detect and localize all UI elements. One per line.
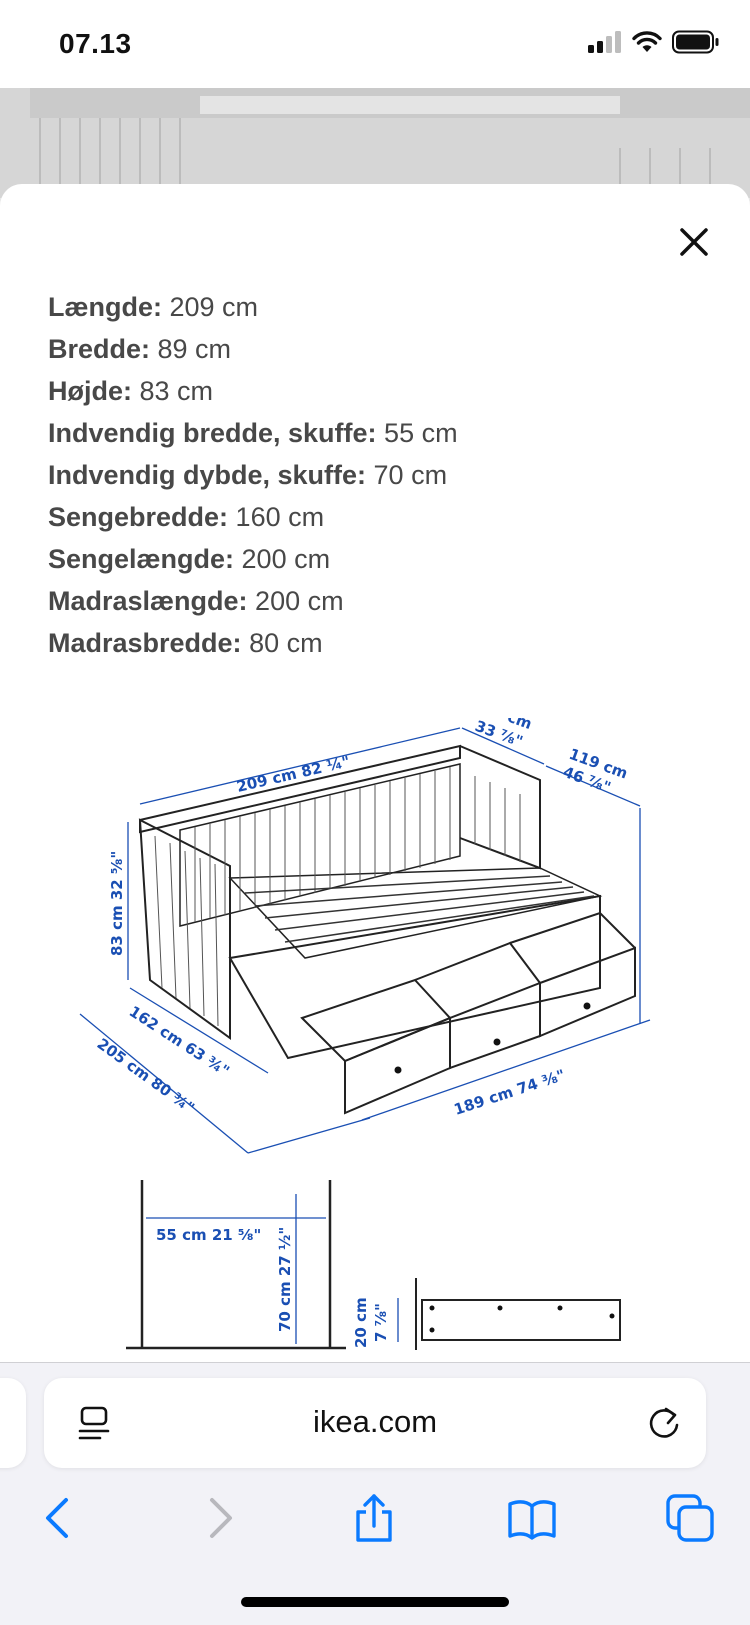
- address-bar[interactable]: ikea.com: [44, 1378, 706, 1468]
- dim-drawer-width: 55 cm 21 ⅝": [156, 1226, 261, 1244]
- spec-label: Indvendig bredde, skuffe:: [48, 418, 377, 448]
- spec-label: Sengebredde:: [48, 502, 229, 532]
- spec-row: Indvendig bredde, skuffe: 55 cm: [48, 412, 728, 454]
- dimensions-sheet: [0, 184, 750, 1364]
- spec-row: Sengelængde: 200 cm: [48, 538, 728, 580]
- spec-value: 70 cm: [366, 460, 448, 490]
- spec-row: Sengebredde: 160 cm: [48, 496, 728, 538]
- close-icon: [680, 228, 708, 256]
- home-indicator: [241, 1597, 509, 1607]
- spec-value: 89 cm: [150, 334, 232, 364]
- spec-value: 200 cm: [247, 586, 344, 616]
- spec-row: Madraslængde: 200 cm: [48, 580, 728, 622]
- spec-label: Madrasbredde:: [48, 628, 242, 658]
- status-bar: 07.13: [0, 0, 750, 88]
- previous-tab-preview[interactable]: [0, 1378, 26, 1468]
- spec-row: Bredde: 89 cm: [48, 328, 728, 370]
- product-image-preview: [0, 88, 750, 198]
- wifi-icon: [632, 31, 662, 52]
- dimensions-list: Længde: 209 cm Bredde: 89 cm Højde: 83 c…: [48, 286, 728, 664]
- spec-row: Højde: 83 cm: [48, 370, 728, 412]
- share-icon[interactable]: [350, 1494, 398, 1542]
- dim-height: 83 cm 32 ⅝": [108, 851, 126, 956]
- spec-row: Længde: 209 cm: [48, 286, 728, 328]
- spec-value: 83 cm: [132, 376, 214, 406]
- spec-row: Indvendig dybde, skuffe: 70 cm: [48, 454, 728, 496]
- cellular-signal-icon: [588, 31, 621, 53]
- spec-label: Sengelængde:: [48, 544, 235, 574]
- spec-value: 80 cm: [241, 628, 323, 658]
- spec-label: Højde:: [48, 376, 132, 406]
- tabs-icon[interactable]: [666, 1494, 714, 1542]
- product-image-background: [0, 88, 750, 198]
- spec-row: Madrasbredde: 80 cm: [48, 622, 728, 664]
- daybed-dimension-drawing: 209 cm 82 ¼" 86 cm 33 ⅞" 119 cm 46 ⅞" 83…: [79, 718, 651, 1350]
- dim-drawer-height-in: 7 ⅞": [372, 1303, 390, 1342]
- reload-icon[interactable]: [644, 1402, 684, 1444]
- close-button[interactable]: [674, 222, 714, 262]
- spec-value: 160 cm: [228, 502, 325, 532]
- forward-icon[interactable]: [196, 1494, 244, 1542]
- bookmarks-icon[interactable]: [508, 1494, 556, 1542]
- back-icon[interactable]: [34, 1494, 82, 1542]
- status-icons: [588, 30, 720, 54]
- page-format-icon[interactable]: [74, 1402, 114, 1444]
- spec-value: 55 cm: [376, 418, 458, 448]
- battery-icon: [672, 30, 719, 54]
- dim-drawer-depth: 70 cm 27 ½": [276, 1227, 294, 1332]
- dim-drawer-height-cm: 20 cm: [352, 1297, 370, 1348]
- spec-label: Madraslængde:: [48, 586, 248, 616]
- status-time: 07.13: [59, 28, 132, 59]
- spec-label: Bredde:: [48, 334, 151, 364]
- spec-value: 200 cm: [234, 544, 331, 574]
- dim-front-length: 189 cm 74 ⅜": [452, 1066, 568, 1119]
- spec-label: Indvendig dybde, skuffe:: [48, 460, 367, 490]
- url-text[interactable]: ikea.com: [312, 1404, 438, 1439]
- spec-value: 209 cm: [162, 292, 259, 322]
- spec-label: Længde:: [48, 292, 162, 322]
